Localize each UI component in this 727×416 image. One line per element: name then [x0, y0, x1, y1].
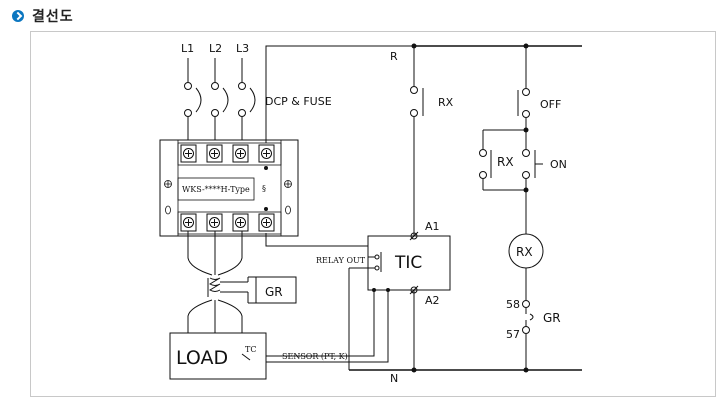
bus-r-label: R: [390, 50, 398, 63]
label-l1: L1: [181, 42, 194, 55]
tic-label: TIC: [394, 253, 422, 273]
output-wiring: GR: [187, 231, 297, 333]
tc-label: TC: [245, 345, 256, 354]
rx-hold-label: RX: [497, 155, 514, 169]
relay-out-label: RELAY OUT: [316, 256, 366, 265]
control-ladder: R N RX OFF RX ON: [348, 43, 582, 385]
label-dcp-fuse: DCP & FUSE: [265, 95, 332, 108]
gr-box-label: GR: [265, 285, 283, 299]
tic-a2-label: A2: [425, 294, 440, 307]
terminal-58-label: 58: [506, 298, 520, 311]
section-header: 결선도: [12, 6, 74, 26]
off-switch-label: OFF: [540, 98, 561, 111]
section-title: 결선도: [32, 9, 74, 25]
on-switch-label: ON: [550, 158, 567, 171]
load-block: LOAD TC SENSOR (PT, K): [169, 290, 389, 380]
tic-controller: TIC A1 A2 RELAY OUT: [316, 220, 451, 307]
phase-inputs: L1 L2 L3 DCP & FUSE: [181, 42, 332, 143]
bus-n-label: N: [390, 372, 398, 385]
gr-lamp-label: GR: [543, 311, 561, 325]
terminal-57-label: 57: [506, 328, 520, 341]
tic-a1-label: A1: [425, 220, 440, 233]
rx-coil-label: RX: [516, 245, 533, 259]
load-label: LOAD: [176, 347, 228, 369]
svg-text:§: §: [262, 184, 266, 193]
wiring-diagram-frame: [30, 31, 716, 397]
label-l3: L3: [236, 42, 249, 55]
relay-model-label: WKS-****H-Type: [182, 185, 250, 194]
rx-contact-label: RX: [438, 96, 454, 109]
label-l2: L2: [209, 42, 222, 55]
chevron-right-icon: [12, 10, 24, 22]
ssr-relay-block: WKS-****H-Type §: [159, 139, 299, 237]
